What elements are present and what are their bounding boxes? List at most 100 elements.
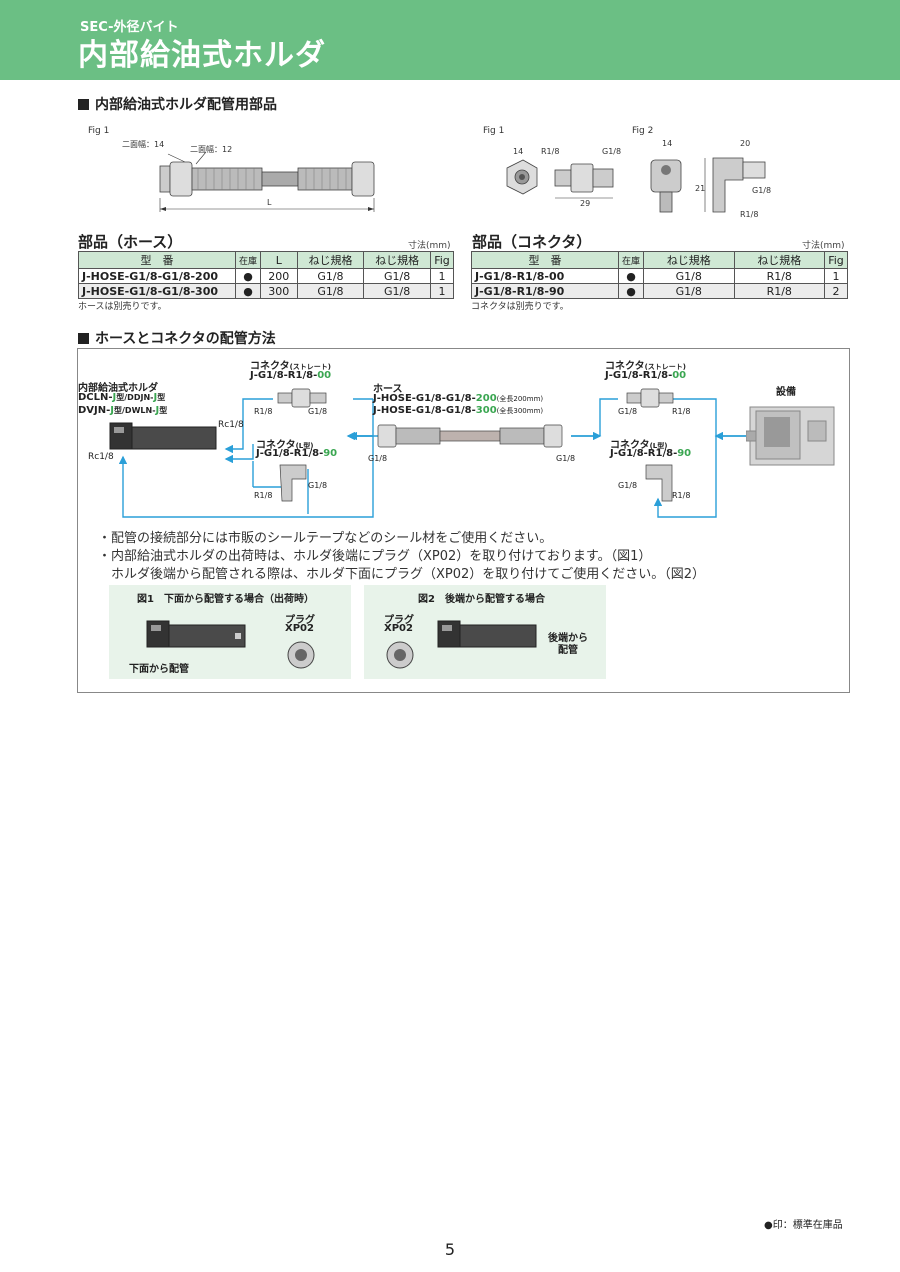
conn-Ll-r18: R1/8 bbox=[254, 491, 273, 500]
page-header: SEC-外径バイト 内部給油式ホルダ bbox=[0, 0, 900, 80]
hose-drawing bbox=[159, 151, 375, 212]
hose-code-300: J-HOSE-G1/8-G1/8-300(全長300mm) bbox=[373, 405, 544, 416]
connector-table-note: コネクタは別売りです。 bbox=[471, 302, 569, 312]
fig1-plug-icon bbox=[287, 641, 315, 669]
hose-dim-width14: 二面幅：14 bbox=[122, 140, 165, 149]
conn-L-left-title: コネクタ(L型) bbox=[256, 440, 314, 451]
conn-dim-g18: G1/8 bbox=[602, 147, 622, 156]
rc18-label-b: Rc1/8 bbox=[88, 452, 114, 462]
note-1: ・配管の接続部分には市販のシールテープなどのシール材をご使用ください。 bbox=[98, 531, 553, 546]
hose-dim-L: L bbox=[267, 198, 272, 207]
hose-th-stock: 在庫 bbox=[235, 251, 261, 269]
fig1-panel: 図1 下面から配管する場合（出荷時） プラグ XP02 下面から配管 bbox=[109, 585, 351, 679]
conn-L-right-drawing bbox=[645, 464, 673, 502]
conn-L-right-title: コネクタ(L型) bbox=[610, 440, 668, 451]
conn-th-fig: Fig bbox=[824, 251, 848, 269]
holder-models-1: DCLN-J型/DDJN-J型 bbox=[78, 392, 166, 403]
piping-diagram-box: 内部給油式ホルダ DCLN-J型/DDJN-J型 DVJN-J型/DWLN-J型… bbox=[77, 348, 850, 693]
holder-drawing bbox=[109, 422, 217, 450]
conn-L-right-code: J-G1/8-R1/8-90 bbox=[610, 448, 692, 459]
conn-straight-left-title: コネクタ(ストレート) bbox=[250, 361, 332, 372]
hose-th-code: 型 番 bbox=[78, 251, 236, 269]
connector-table-unit: 寸法(mm) bbox=[802, 241, 845, 251]
hose-th-L: L bbox=[260, 251, 298, 269]
conn-dim-r18: R1/8 bbox=[541, 147, 560, 156]
hose-piping-drawing bbox=[377, 424, 563, 448]
page-number: 5 bbox=[444, 1240, 456, 1259]
holder-title: 内部給油式ホルダ bbox=[78, 383, 158, 394]
table-row: J-G1/8-R1/8-90 ● G1/8 R1/8 2 bbox=[471, 283, 848, 299]
fig2-rear-label-2: 配管 bbox=[558, 645, 578, 656]
connector-drawing bbox=[506, 157, 766, 213]
fig1-plug-label: プラグ bbox=[285, 615, 315, 626]
conn-th-thread2: ねじ規格 bbox=[733, 251, 825, 269]
conn-Lr-g18: G1/8 bbox=[618, 481, 638, 490]
hose-fig-label: Fig 1 bbox=[88, 126, 110, 136]
connector-table: 型 番 在庫 ねじ規格 ねじ規格 Fig J-G1/8-R1/8-00 ● G1… bbox=[471, 251, 848, 299]
note-2: ・内部給油式ホルダの出荷時は、ホルダ後端にプラグ（XP02）を取り付けております… bbox=[98, 549, 652, 564]
square-bullet-icon bbox=[78, 99, 89, 110]
conn-straight-right-title: コネクタ(ストレート) bbox=[605, 361, 687, 372]
fig2-holder-drawing bbox=[437, 620, 537, 648]
hose-table-unit: 寸法(mm) bbox=[408, 241, 451, 251]
hose-g18-right: G1/8 bbox=[556, 454, 576, 463]
fig1-holder-drawing bbox=[146, 620, 246, 648]
fig1-bottom-label: 下面から配管 bbox=[129, 664, 189, 675]
conn-th-thread1: ねじ規格 bbox=[643, 251, 735, 269]
conn-th-stock: 在庫 bbox=[618, 251, 644, 269]
hose-code-200: J-HOSE-G1/8-G1/8-200(全長200mm) bbox=[373, 393, 544, 404]
fig2-plug-icon bbox=[386, 641, 414, 669]
conn-sr-g18: G1/8 bbox=[618, 407, 638, 416]
table-row: J-G1/8-R1/8-00 ● G1/8 R1/8 1 bbox=[471, 268, 848, 284]
conn-dim-20: 20 bbox=[740, 139, 751, 148]
holder-models-2: DVJN-J型/DWLN-J型 bbox=[78, 405, 168, 416]
conn-sr-r18: R1/8 bbox=[672, 407, 691, 416]
piping-arrows bbox=[118, 398, 746, 518]
hose-dim-width12: 二面幅：12 bbox=[190, 145, 233, 154]
conn-sl-r18: R1/8 bbox=[254, 407, 273, 416]
conn-L-left-drawing bbox=[279, 464, 307, 502]
conn-dim-21: 21 bbox=[695, 184, 706, 193]
table-row: J-HOSE-G1/8-G1/8-300 ● 300 G1/8 G1/8 1 bbox=[78, 283, 454, 299]
category-label: SEC-外径バイト bbox=[80, 20, 179, 35]
connector-fig1-label: Fig 1 bbox=[483, 126, 505, 136]
hose-table-title: 部品（ホース） bbox=[78, 233, 183, 251]
stock-legend: ●印：標準在庫品 bbox=[764, 1220, 843, 1231]
conn-dim-29: 29 bbox=[580, 199, 591, 208]
conn-straight-left-code: J-G1/8-R1/8-00 bbox=[250, 370, 332, 381]
section-title-parts: 内部給油式ホルダ配管用部品 bbox=[78, 94, 277, 114]
hose-th-thread1: ねじ規格 bbox=[296, 251, 365, 269]
conn-Ll-g18: G1/8 bbox=[308, 481, 328, 490]
fig1-plug-code: XP02 bbox=[285, 623, 314, 634]
hose-table: 型 番 在庫 L ねじ規格 ねじ規格 Fig J-HOSE-G1/8-G1/8-… bbox=[78, 251, 454, 299]
conn-dim-14a: 14 bbox=[513, 147, 524, 156]
rc18-label-a: Rc1/8 bbox=[218, 420, 244, 430]
connector-table-title: 部品（コネクタ） bbox=[472, 233, 592, 251]
conn-straight-right-code: J-G1/8-R1/8-00 bbox=[605, 370, 687, 381]
square-bullet-icon bbox=[78, 333, 89, 344]
conn-dim-r18b: R1/8 bbox=[740, 210, 759, 219]
table-row: J-HOSE-G1/8-G1/8-200 ● 200 G1/8 G1/8 1 bbox=[78, 268, 454, 284]
fig2-plug-code: XP02 bbox=[384, 623, 413, 634]
connector-fig2-label: Fig 2 bbox=[632, 126, 654, 136]
note-3: ホルダ後端から配管される際は、ホルダ下面にプラグ（XP02）を取り付けてご使用く… bbox=[98, 567, 706, 582]
hose-th-fig: Fig bbox=[430, 251, 454, 269]
conn-L-left-code: J-G1/8-R1/8-90 bbox=[256, 448, 338, 459]
section-title-piping: ホースとコネクタの配管方法 bbox=[78, 328, 276, 348]
conn-sl-g18: G1/8 bbox=[308, 407, 328, 416]
conn-Lr-r18: R1/8 bbox=[672, 491, 691, 500]
conn-th-code: 型 番 bbox=[471, 251, 619, 269]
fig1-caption: 図1 下面から配管する場合（出荷時） bbox=[137, 594, 314, 605]
conn-straight-right-drawing bbox=[626, 388, 674, 408]
fig2-panel: 図2 後端から配管する場合 プラグ XP02 後端から 配管 bbox=[364, 585, 606, 679]
fig2-rear-label-1: 後端から bbox=[548, 633, 588, 644]
conn-dim-g18b: G1/8 bbox=[752, 186, 772, 195]
conn-straight-left-drawing bbox=[277, 388, 327, 408]
hose-table-note: ホースは別売りです。 bbox=[78, 302, 167, 312]
hose-th-thread2: ねじ規格 bbox=[363, 251, 431, 269]
equipment-drawing bbox=[746, 406, 835, 466]
hose-g18-left: G1/8 bbox=[368, 454, 388, 463]
hose-title: ホース bbox=[373, 384, 403, 395]
equipment-label: 設備 bbox=[776, 387, 796, 398]
page-title: 内部給油式ホルダ bbox=[78, 38, 326, 73]
